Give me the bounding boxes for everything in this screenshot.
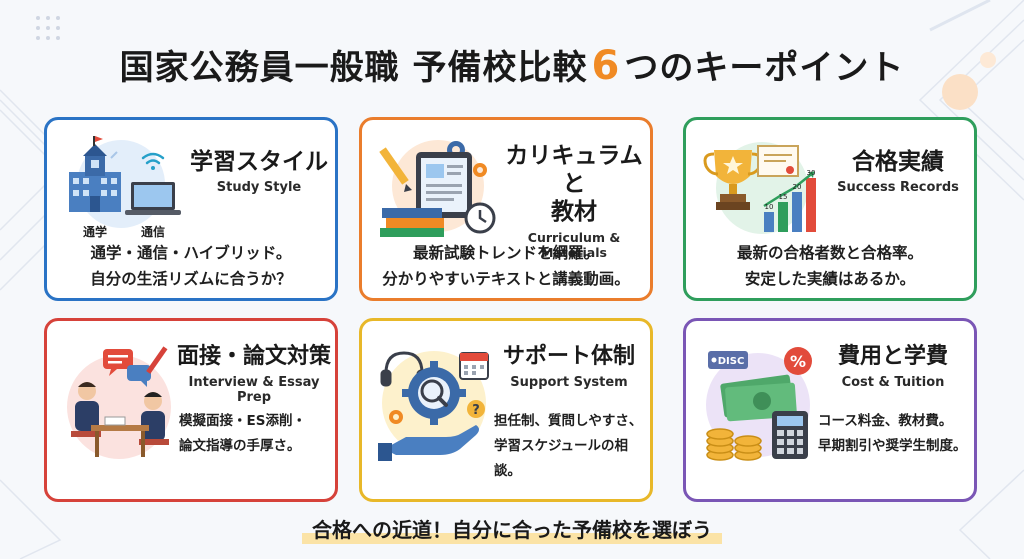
card-description: 最新試験トレンドを網羅。 分かりやすいテキストと講義動画。 [370, 240, 642, 292]
svg-text:?: ? [472, 403, 480, 418]
chart-number: 15 [779, 193, 788, 201]
desc-line: 学習スケジュールの相談。 [494, 438, 629, 479]
desk-icon [91, 416, 149, 457]
card-header: 費用と学費 Cost & Tuition [814, 343, 972, 390]
card-title: 費用と学費 [837, 344, 948, 369]
interviewer-figure [71, 382, 101, 437]
card-subtitle: Curriculum & Materials [527, 230, 621, 260]
card-subtitle: Study Style [216, 180, 302, 195]
card-subtitle: Support System [510, 375, 628, 390]
card-description: 最新の合格者数と合格率。 安定した実績はあるか。 [694, 240, 966, 292]
coins-icon [706, 428, 762, 461]
desc-line: 分かりやすいテキストと講義動画。 [382, 270, 630, 288]
calendar-icon [459, 352, 489, 380]
card-title: サポート体制 [502, 344, 635, 369]
card-title: 合格実績 [852, 149, 944, 175]
pen-icon [146, 346, 168, 374]
hand-icon [378, 425, 479, 461]
desc-line: 担任制、質問しやすさ、 [494, 413, 643, 429]
clock-icon [464, 202, 496, 234]
chart-number: 30 [807, 169, 816, 177]
candidate-figure [139, 392, 169, 445]
card-description: 担任制、質問しやすさ、 学習スケジュールの相談。 [494, 409, 644, 484]
cost-illustration: DISC % [706, 347, 812, 461]
bar-chart-icon: 10 15 20 30 [763, 169, 816, 232]
card-curriculum: カリキュラムと 教材 Curriculum & Materials 最新試験トレ… [359, 117, 653, 301]
tablet-icon [416, 152, 472, 218]
desc-line: 模擬面接・ES添削・ [179, 413, 306, 429]
desc-line: 最新の合格者数と合格率。 [736, 244, 923, 262]
card-study-style: 通学 通信 学習スタイル Study Style 通学・通信・ハイブリッド。 自… [44, 117, 338, 301]
magnifier-icon [420, 379, 448, 407]
desc-line: 論文指導の手厚さ。 [179, 438, 301, 454]
card-cost-tuition: DISC % 費用と学費 Cost & Tuit [683, 318, 977, 502]
percent-label: % [790, 352, 806, 371]
card-description: コース料金、教材費。 早期割引や奨学生制度。 [818, 409, 968, 459]
card-title: 面接・論文対策 [176, 344, 331, 369]
card-subtitle: Interview & Essay Prep [188, 375, 320, 405]
footer-text: 合格への近道！自分に合った予備校を選ぼう [302, 518, 722, 544]
desc-line: 早期割引や奨学生制度。 [818, 438, 967, 454]
small-gear-icon [389, 410, 403, 424]
chart-number: 20 [793, 183, 802, 191]
chart-number: 10 [765, 203, 774, 211]
desc-line: 安定した実績はあるか。 [744, 270, 916, 288]
card-description: 通学・通信・ハイブリッド。 自分の生活リズムに合うか？ [55, 240, 327, 292]
footer-tagline: 合格への近道！自分に合った予備校を選ぼう [0, 514, 1024, 544]
card-subtitle: Cost & Tuition [841, 375, 945, 390]
success-records-illustration: 10 15 20 30 [703, 142, 816, 234]
trophy-icon [703, 150, 763, 210]
card-subtitle: Success Records [837, 180, 959, 195]
label-commute: 通学 [83, 224, 107, 239]
card-support-system: ? サポート体制 Support System 担任制、質問しやすさ、 学習スケ… [359, 318, 653, 502]
desc-line: コース料金、教材費。 [818, 413, 953, 429]
card-description: 模擬面接・ES添削・ 論文指導の手厚さ。 [179, 409, 329, 459]
study-style-illustration: 通学 通信 [69, 136, 181, 239]
card-header: 面接・論文対策 Interview & Essay Prep [175, 343, 333, 405]
card-header: カリキュラムと 教材 Curriculum & Materials [504, 142, 644, 260]
card-title: 学習スタイル [190, 149, 328, 175]
curriculum-illustration [379, 140, 496, 237]
pencil-icon [379, 147, 412, 192]
desc-line: 通学・通信・ハイブリッド。 [90, 244, 292, 262]
card-header: 合格実績 Success Records [828, 148, 968, 195]
title-prefix: 国家公務員一般職 予備校比較 [119, 48, 588, 88]
question-icon: ? [467, 400, 485, 418]
card-interview-essay: 面接・論文対策 Interview & Essay Prep 模擬面接・ES添削… [44, 318, 338, 502]
speech-bubble-icon [103, 349, 151, 387]
card-header: 学習スタイル Study Style [189, 148, 329, 195]
card-success-records: 10 15 20 30 合格実績 Success Records 最新の合格者数… [683, 117, 977, 301]
school-building-icon [69, 136, 121, 212]
title-suffix: つのキーポイント [624, 48, 905, 88]
laptop-icon [125, 182, 181, 215]
books-icon [380, 208, 444, 237]
calculator-icon [772, 411, 808, 459]
card-title: カリキュラムと 教材 [504, 142, 644, 226]
desc-line: 最新試験トレンドを網羅。 [412, 244, 599, 262]
interview-illustration [67, 346, 171, 459]
discount-tag-icon: DISC [708, 351, 748, 369]
disc-label: DISC [718, 356, 745, 367]
desc-line: 自分の生活リズムに合うか？ [90, 270, 292, 288]
title-line: 教材 [551, 199, 597, 225]
title-number: 6 [591, 43, 621, 89]
percent-badge-icon: % [784, 347, 812, 375]
support-illustration: ? [378, 351, 489, 461]
title-line: カリキュラムと [505, 143, 643, 197]
label-online: 通信 [141, 224, 165, 239]
certificate-icon [757, 145, 799, 177]
card-header: サポート体制 Support System [490, 343, 648, 390]
wifi-icon [141, 152, 165, 170]
